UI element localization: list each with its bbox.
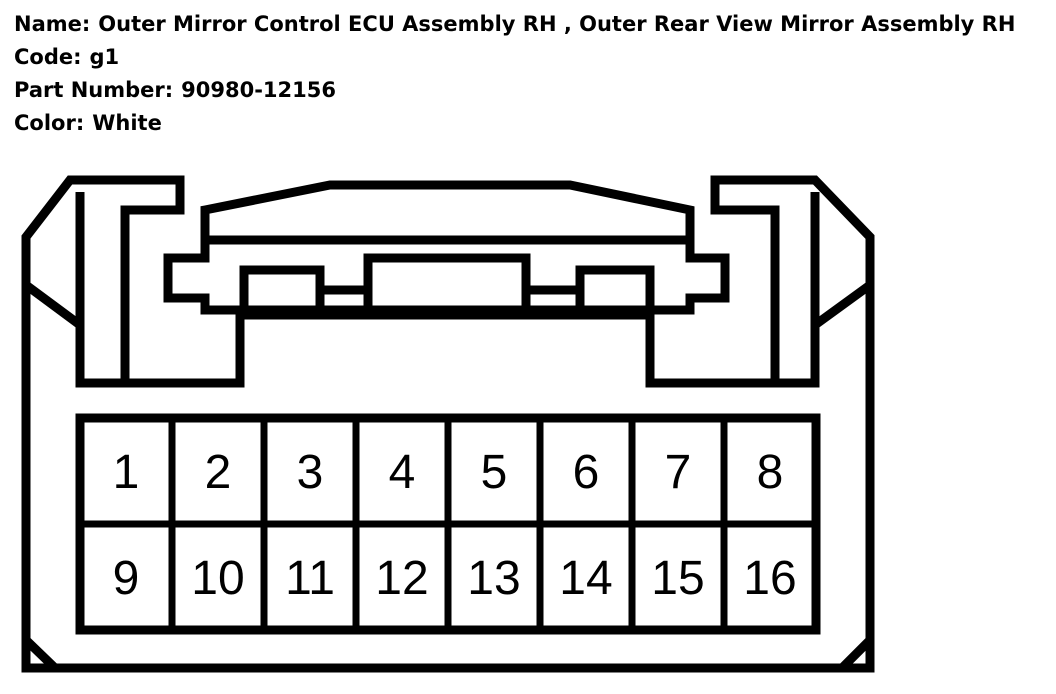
code-value: g1 xyxy=(89,45,120,69)
pin-number: 10 xyxy=(191,552,244,605)
latch-body xyxy=(163,240,730,315)
pin-number: 9 xyxy=(113,552,140,605)
left-bevel xyxy=(23,281,83,329)
connector-info: Name: Outer Mirror Control ECU Assembly R… xyxy=(14,8,1015,140)
name-line: Name: Outer Mirror Control ECU Assembly R… xyxy=(14,8,1015,41)
part-number-label: Part Number: xyxy=(14,78,174,102)
color-label: Color: xyxy=(14,111,85,135)
latch-top xyxy=(200,180,695,245)
pin-number: 11 xyxy=(285,552,335,605)
color-value: White xyxy=(92,111,162,135)
latch-tab-right xyxy=(575,265,655,315)
pin-number: 12 xyxy=(375,552,428,605)
part-number-line: Part Number: 90980-12156 xyxy=(14,74,1015,107)
connector-housing xyxy=(21,175,875,673)
code-label: Code: xyxy=(14,45,82,69)
pin-number: 14 xyxy=(559,552,612,605)
bottom-right-bevel xyxy=(838,636,874,672)
bottom-left-bevel xyxy=(22,636,59,672)
latch-tab-center xyxy=(363,253,531,315)
pin-number: 15 xyxy=(651,552,704,605)
code-line: Code: g1 xyxy=(14,41,1015,74)
pin-number: 1 xyxy=(113,446,140,499)
name-value: Outer Mirror Control ECU Assembly RH , O… xyxy=(98,12,1016,36)
pin-cell xyxy=(720,520,820,634)
pin-number: 7 xyxy=(665,446,692,499)
latch-tab-left xyxy=(239,265,325,315)
part-number-value: 90980-12156 xyxy=(181,78,336,102)
name-label: Name: xyxy=(14,12,91,36)
color-line: Color: White xyxy=(14,107,1015,140)
pin-number: 16 xyxy=(743,552,796,605)
right-rail xyxy=(775,192,820,388)
pin-number: 13 xyxy=(467,552,520,605)
right-bevel xyxy=(812,281,873,329)
pin-number: 3 xyxy=(297,446,324,499)
pin-number: 2 xyxy=(205,446,232,499)
pin-number: 5 xyxy=(481,446,508,499)
left-rail xyxy=(75,192,125,388)
pin-number: 4 xyxy=(389,446,416,499)
pin-number: 8 xyxy=(757,446,784,499)
pin-number: 6 xyxy=(573,446,600,499)
